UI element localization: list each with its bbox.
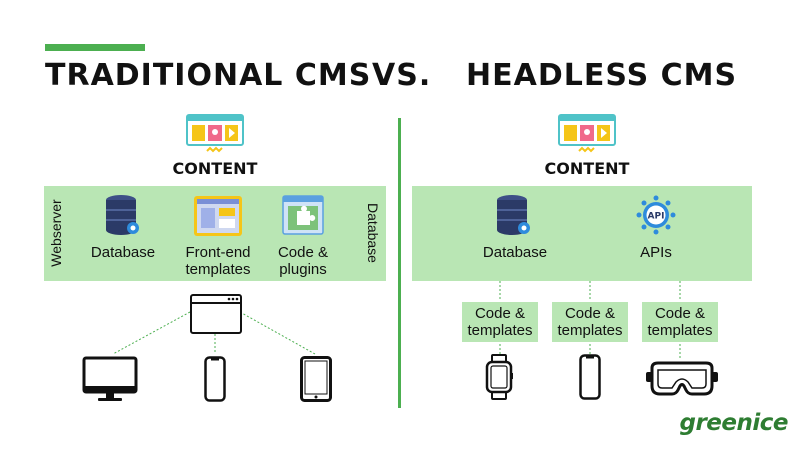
vr-headset-icon [646,361,718,396]
traditional-connectors [112,311,316,355]
content-label: CONTENT [172,159,258,178]
smartphone-icon [204,356,226,402]
code-plugins-label: Code & plugins [258,244,348,278]
code-templates-box-1: Code & templates [462,302,538,342]
content-media-icon [558,114,616,153]
code-templates-box-3-line2: templates [647,322,713,339]
code-templates-box-2-line1: Code & [564,305,616,322]
code-templates-box-2: Code & templates [552,302,628,342]
headless-panel [412,186,752,281]
code-templates-box-2-line2: templates [557,322,623,339]
smartphone-icon [579,354,601,400]
front-end-templates-icon [194,196,242,236]
traditional-database-label: Database [90,244,156,261]
desktop-monitor-icon [82,356,138,401]
api-badge-text: API [648,212,665,222]
content-media-icon [186,114,244,153]
database-server-icon [106,195,139,235]
code-plugins-line2: plugins [279,261,327,278]
browser-window-icon [190,294,242,334]
traditional-cms-title: TRADITIONAL CMS [45,58,372,93]
vertical-divider [398,118,401,408]
accent-bar [45,44,145,51]
api-gear-icon: API [636,195,676,235]
code-templates-box-1-line1: Code & [474,305,526,322]
greenice-logo: greenice [679,410,789,436]
code-templates-box-3: Code & templates [642,302,718,342]
code-plugins-line1: Code & [277,244,329,261]
front-end-templates-label: Front-end templates [168,244,268,278]
front-end-label-line2: templates [185,261,251,278]
headless-content-label: CONTENT [544,159,630,178]
smartwatch-icon [485,354,513,400]
vs-label: VS. [372,58,432,93]
tablet-icon [300,356,332,402]
apis-label: APIs [640,244,672,261]
code-templates-box-3-line1: Code & [654,305,706,322]
headless-cms-title: HEADLESS CMS [466,58,738,93]
database-server-icon [497,195,530,235]
code-templates-box-1-line2: templates [467,322,533,339]
puzzle-plugin-icon [282,195,324,235]
front-end-label-line1: Front-end [185,244,251,261]
headless-database-label: Database [482,244,548,261]
